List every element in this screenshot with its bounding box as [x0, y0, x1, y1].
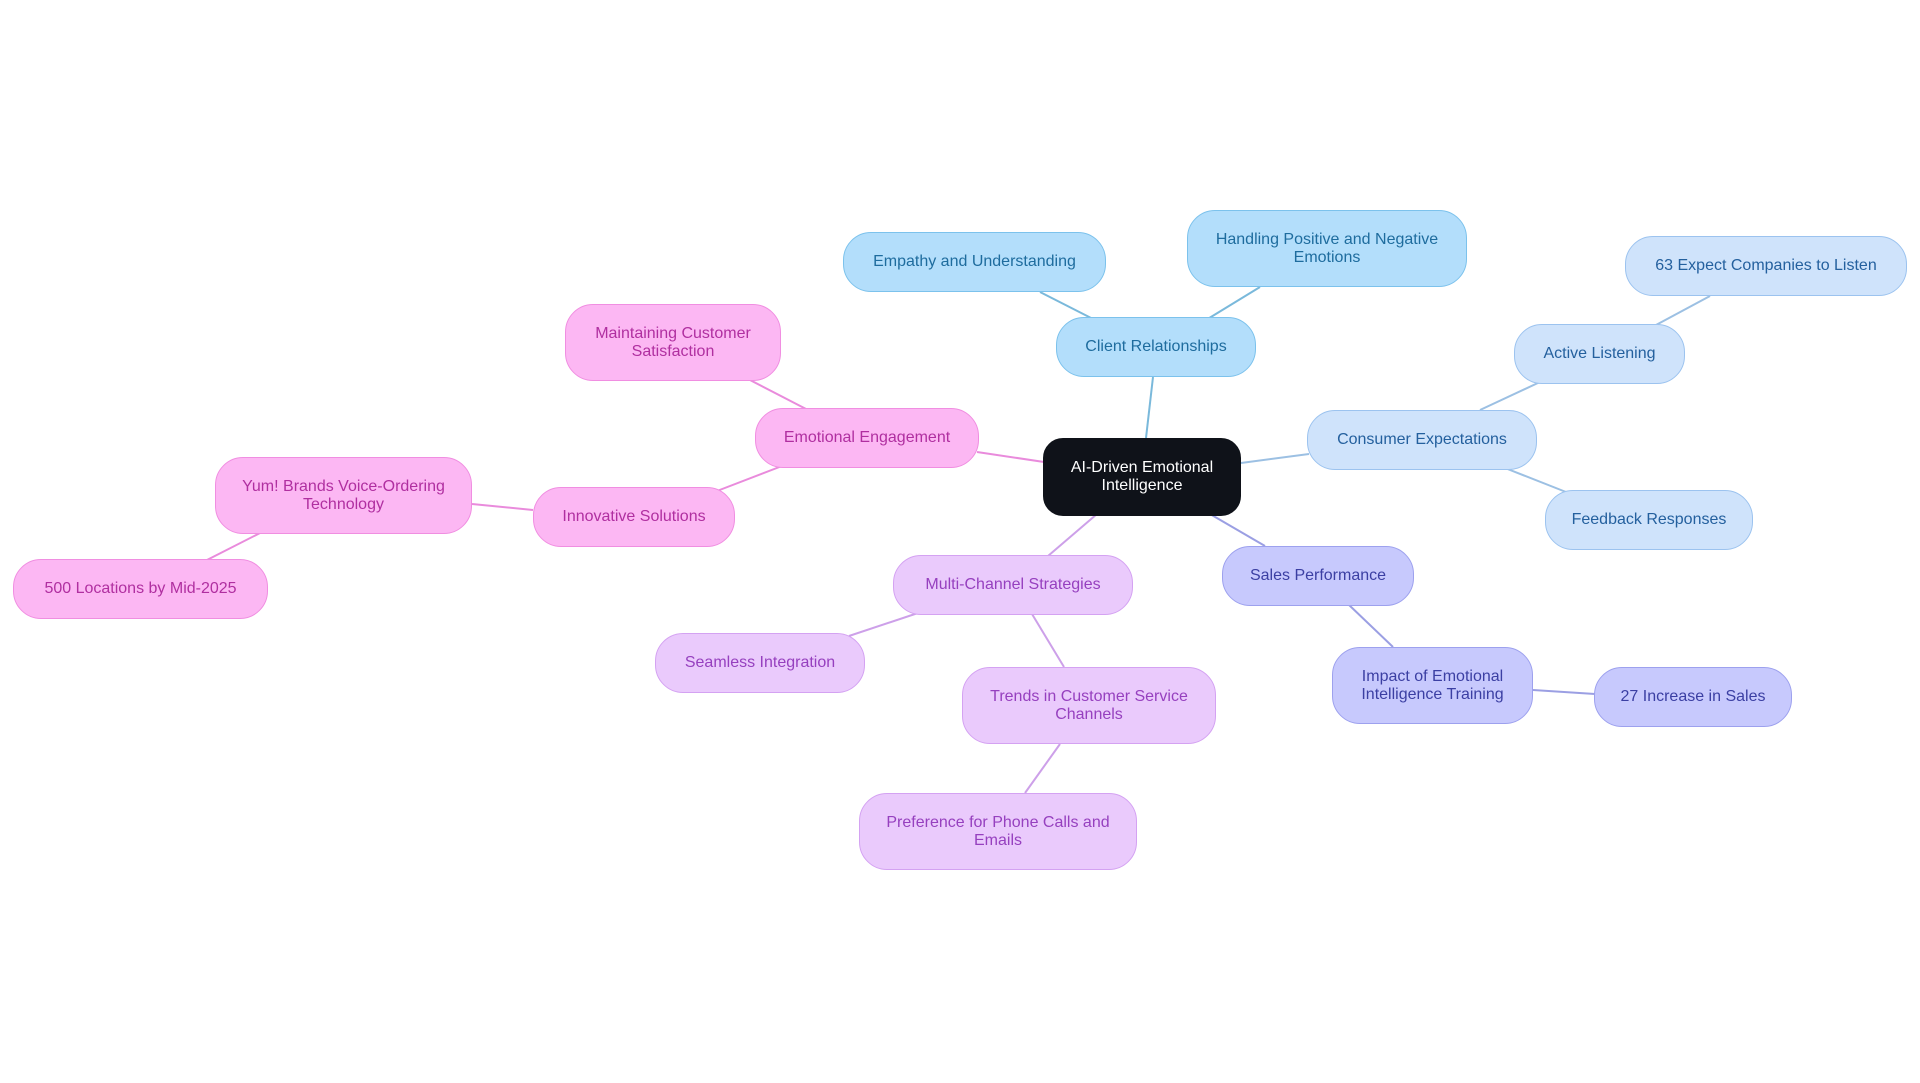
node-active-listening: Active Listening: [1514, 324, 1685, 384]
node-yum-brands: Yum! Brands Voice-Ordering Technology: [215, 457, 472, 534]
edge-impact-sales27: [1532, 689, 1596, 695]
edge-multi-seamless: [848, 612, 919, 637]
node-impact-ei-training: Impact of Emotional Intelligence Trainin…: [1332, 647, 1533, 724]
edge-root-client: [1145, 376, 1154, 439]
node-multi-channel: Multi-Channel Strategies: [893, 555, 1133, 615]
edge-root-emotional: [976, 451, 1045, 463]
edge-client-empathy: [1039, 291, 1096, 321]
node-consumer-expectations: Consumer Expectations: [1307, 410, 1537, 470]
edge-consumer-active: [1479, 381, 1541, 411]
node-63-expect-listen: 63 Expect Companies to Listen: [1625, 236, 1907, 296]
node-seamless-integration: Seamless Integration: [655, 633, 865, 693]
edge-yum-500: [204, 531, 263, 562]
central-node: AI-Driven Emotional Intelligence: [1043, 438, 1241, 516]
node-client-relationships: Client Relationships: [1056, 317, 1256, 377]
edge-active-listen63: [1655, 295, 1711, 326]
edge-multi-trends: [1031, 613, 1065, 668]
edge-consumer-feedback: [1504, 467, 1567, 493]
edge-root-sales: [1209, 513, 1266, 547]
node-27-increase-sales: 27 Increase in Sales: [1594, 667, 1792, 727]
edge-sales-impact: [1347, 603, 1394, 648]
node-sales-performance: Sales Performance: [1222, 546, 1414, 606]
node-maintaining-satisfaction: Maintaining Customer Satisfaction: [565, 304, 781, 381]
node-500-locations: 500 Locations by Mid-2025: [13, 559, 268, 619]
node-empathy-understanding: Empathy and Understanding: [843, 232, 1106, 292]
edge-emotional-maintain: [749, 379, 809, 411]
edge-client-handling: [1205, 286, 1261, 321]
edge-root-multi: [1047, 513, 1098, 557]
node-handling-emotions: Handling Positive and Negative Emotions: [1187, 210, 1467, 287]
node-innovative-solutions: Innovative Solutions: [533, 487, 735, 547]
node-trends-channels: Trends in Customer Service Channels: [962, 667, 1216, 744]
node-feedback-responses: Feedback Responses: [1545, 490, 1753, 550]
edge-emotional-innov: [716, 465, 783, 492]
node-phone-emails: Preference for Phone Calls and Emails: [859, 793, 1137, 870]
edge-innov-yum: [471, 503, 534, 511]
node-emotional-engagement: Emotional Engagement: [755, 408, 979, 468]
edge-root-consumer: [1240, 453, 1310, 464]
edge-trends-phone: [1024, 743, 1061, 794]
